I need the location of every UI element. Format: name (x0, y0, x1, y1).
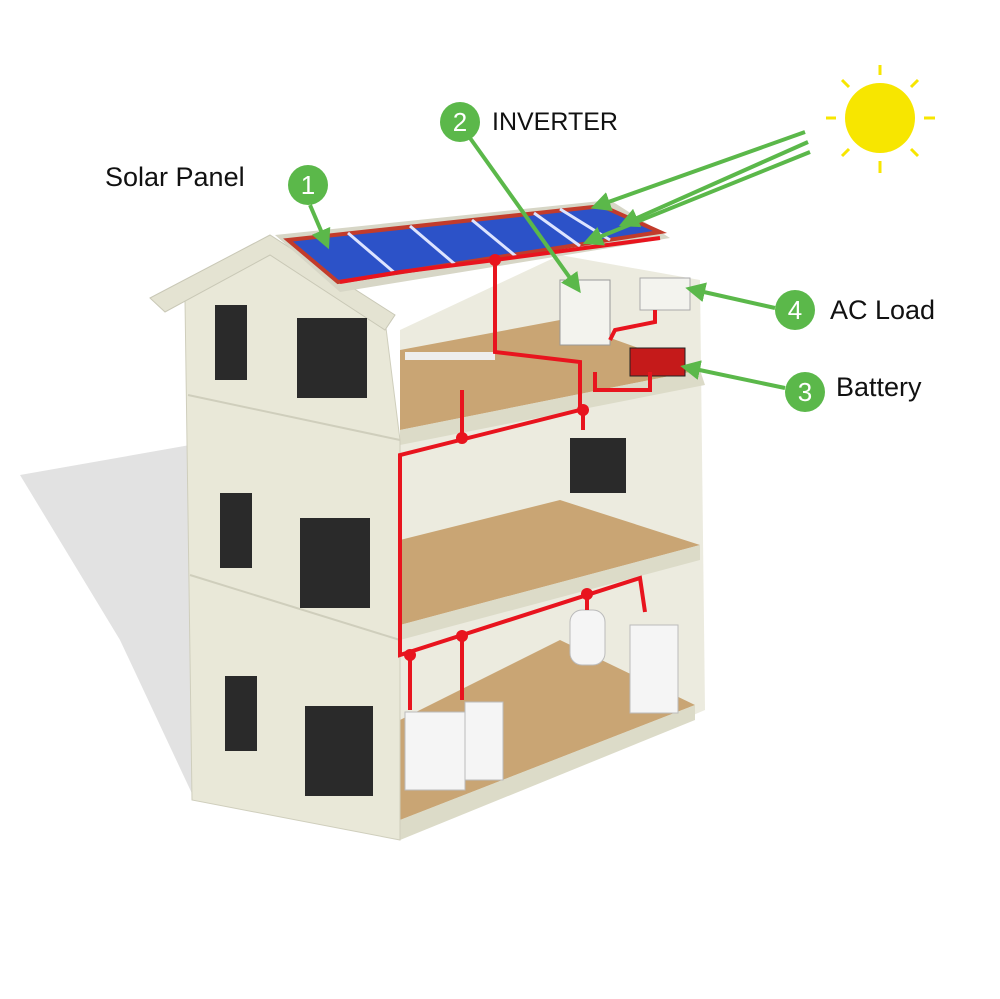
ac-load-badge: 4 (775, 290, 815, 330)
water-heater (569, 609, 606, 666)
inverter-device (559, 279, 611, 346)
solar-panel-label: Solar Panel (105, 162, 245, 192)
washer-2 (464, 701, 504, 781)
table (405, 352, 495, 360)
battery-device (629, 347, 686, 377)
slab-bottom (400, 705, 695, 840)
windows (215, 305, 373, 796)
wire-junctions (404, 254, 593, 661)
floor-middle (400, 500, 700, 625)
roof-gable (149, 234, 396, 331)
solar-panel-badge: 1 (288, 165, 328, 205)
inverter-badge: 2 (440, 102, 480, 142)
battery-badge: 3 (785, 372, 825, 412)
washer-1 (404, 711, 466, 791)
floor-top (400, 320, 700, 430)
battery-label: Battery (836, 372, 922, 402)
ac-load-box (639, 277, 691, 311)
fridge (629, 624, 679, 714)
solar-panel (283, 203, 667, 285)
pointer-lines (308, 130, 811, 390)
slab-middle (400, 545, 700, 640)
tv (570, 438, 626, 493)
house-shadow (20, 445, 195, 800)
sun-icon (826, 65, 935, 173)
ac-load-label: AC Load (830, 295, 936, 325)
inverter-label: INVERTER (492, 108, 618, 136)
